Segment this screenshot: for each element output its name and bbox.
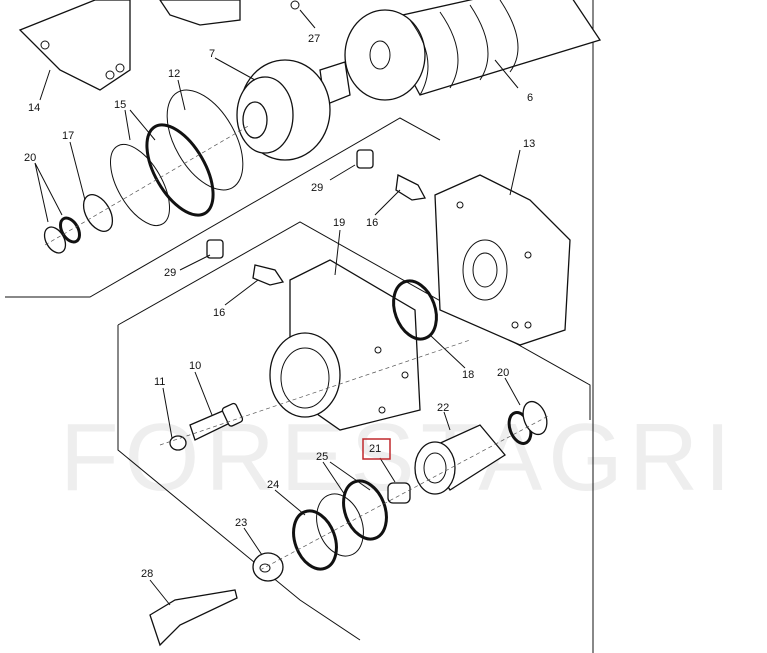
group-frame-lower-left <box>117 325 361 641</box>
part-20-ring <box>522 400 548 436</box>
part-housing-top <box>159 0 241 26</box>
callout-27: 27 <box>308 33 320 45</box>
callout-18: 18 <box>462 369 474 381</box>
callout-7: 7 <box>209 48 215 60</box>
part-22-piston <box>414 424 506 495</box>
part-15-backup-ring <box>110 144 170 226</box>
highlight-box <box>362 438 391 460</box>
part-16-grease-fitting <box>395 174 427 201</box>
callout-29: 29 <box>311 182 323 194</box>
callout-16: 16 <box>213 307 225 319</box>
callout-13: 13 <box>523 138 535 150</box>
part-11-washer <box>169 435 187 451</box>
callout-25: 25 <box>316 451 328 463</box>
callout-14: 14 <box>28 102 40 114</box>
callout-29: 29 <box>164 267 176 279</box>
part-15-o-ring <box>145 123 215 217</box>
part-24-seal <box>292 509 338 571</box>
callout-20: 20 <box>24 152 36 164</box>
part-20-ring <box>43 226 67 254</box>
part-17-ring <box>82 194 114 232</box>
part-19-housing <box>269 259 421 431</box>
callout-22: 22 <box>437 402 449 414</box>
callout-12: 12 <box>168 68 180 80</box>
callout-labels: 27 7 12 6 14 15 17 20 13 29 16 19 29 16 … <box>24 33 535 580</box>
callout-19: 19 <box>333 217 345 229</box>
part-21-bushing <box>387 482 411 504</box>
part-7-shaft <box>236 59 351 161</box>
part-27 <box>290 0 300 10</box>
callout-11: 11 <box>154 376 165 388</box>
part-16-grease-fitting <box>252 264 285 286</box>
part-13-housing <box>434 174 571 346</box>
callout-15: 15 <box>114 99 126 111</box>
callout-24: 24 <box>267 479 279 491</box>
part-14-gasket <box>18 0 131 91</box>
part-18-o-ring <box>392 279 438 341</box>
callout-10: 10 <box>189 360 201 372</box>
callout-17: 17 <box>62 130 74 142</box>
group-frame-upper <box>5 117 441 298</box>
callout-16: 16 <box>366 217 378 229</box>
callout-20: 20 <box>497 367 509 379</box>
part-12-ring <box>166 89 244 191</box>
part-28-tool <box>149 589 238 647</box>
callout-21: 21 <box>369 443 381 455</box>
part-25-o-ring <box>342 479 388 541</box>
callout-23: 23 <box>235 517 247 529</box>
part-6-idler-wheel <box>344 0 602 101</box>
callout-6: 6 <box>527 92 533 104</box>
part-23-plug <box>252 552 284 582</box>
part-29-bushing <box>356 149 374 169</box>
callout-28: 28 <box>141 568 153 580</box>
part-25-backup-ring <box>316 493 364 557</box>
part-29-bushing <box>206 239 224 259</box>
